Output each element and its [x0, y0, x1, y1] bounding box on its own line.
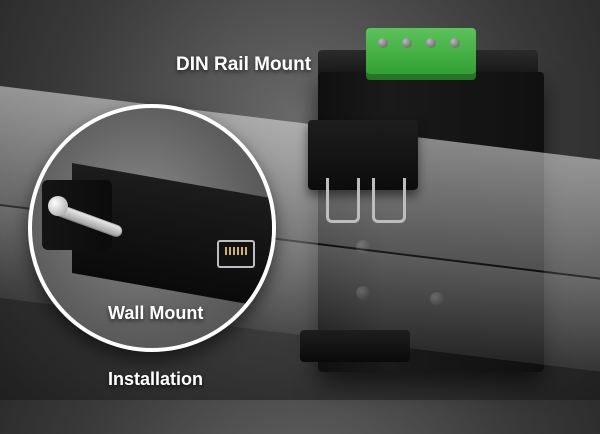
bottom-clip	[300, 330, 410, 362]
screw-hole	[430, 292, 444, 306]
rj45-pins	[225, 247, 247, 255]
spring-hook-icon	[372, 178, 406, 223]
screw-hole	[356, 286, 370, 300]
wall-mount-inset	[28, 104, 276, 352]
wall-mount-label: Wall Mount Installation	[108, 258, 203, 434]
terminal-screw-icon	[426, 38, 436, 48]
product-illustration: DIN Rail Mount Wall Mount Installation	[0, 28, 600, 389]
terminal-screw-icon	[450, 38, 460, 48]
wall-mount-label-line1: Wall Mount	[108, 303, 204, 323]
wall-screw-head-icon	[48, 196, 68, 216]
rj45-port-icon	[217, 240, 255, 268]
terminal-block	[366, 28, 476, 80]
terminal-screw-icon	[402, 38, 412, 48]
wall-mount-label-line2: Installation	[108, 369, 204, 389]
din-rail-mount-label: DIN Rail Mount	[176, 54, 312, 75]
spring-hook-icon	[326, 178, 360, 223]
terminal-screw-icon	[378, 38, 388, 48]
